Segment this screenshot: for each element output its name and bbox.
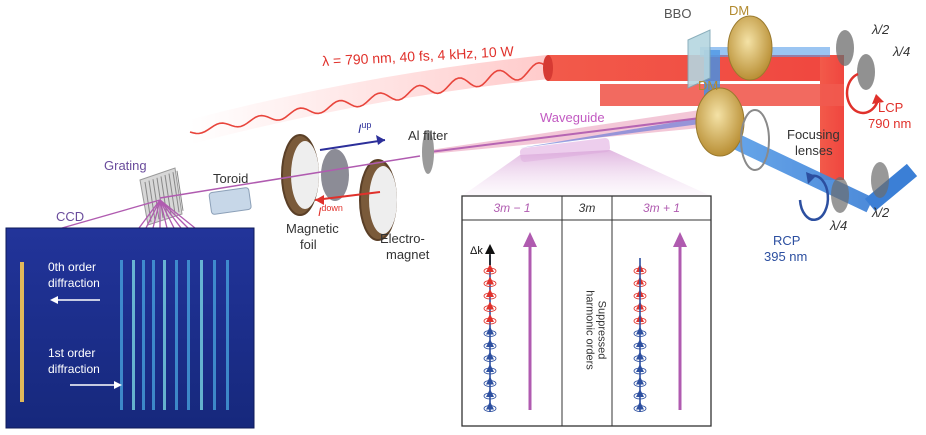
ccd-harmonic-line [142,260,145,410]
label-quarter-top: λ/4 [893,44,911,59]
blue-beam-right [864,163,918,212]
inset-trapezoid [462,150,711,196]
label-magnetic-2: foil [300,237,317,252]
ccd-harmonic-line [187,260,190,410]
zeroth-order-spot [20,262,24,402]
spin-loop [483,317,497,325]
label-bbo: BBO [664,6,692,21]
label-first-2: diffraction [48,362,100,376]
label-lcp: LCP [878,100,904,115]
i-up-arrow [319,139,386,151]
label-rcp: RCP [773,233,801,248]
label-i-down: Idown [318,203,343,219]
half-wave-plate-bottom [871,162,889,198]
label-dm-top: DM [729,3,750,18]
red-beam-right [820,55,844,180]
red-beam-end [543,55,553,81]
quarter-wave-plate-bottom [831,177,849,213]
label-i-up: Iup [358,120,372,136]
label-quarter-bot: λ/4 [830,218,848,233]
inset-col-left: 3m − 1 [493,201,531,215]
label-zeroth-2: diffraction [48,276,100,290]
laser-glow [186,55,550,144]
label-ccd: CCD [56,209,85,224]
spin-loop [483,367,497,375]
focusing-lens-ring [740,109,770,171]
spin-loop [483,330,497,337]
label-electro-1: Electro- [380,231,425,246]
inset-suppressed: Suppressed harmonic orders [583,290,608,370]
lcp-arrow [845,72,880,115]
ccd-harmonic-line [200,260,203,410]
label-al-filter: Al filter [408,128,448,143]
ccd-harmonic-line [120,260,123,410]
spin-loop [483,392,497,400]
focused-beam [429,110,701,154]
inset-frame [461,195,712,427]
al-filter [422,130,434,174]
i-down-arrow [314,191,381,201]
grating-line [168,173,176,214]
grating-line [160,176,168,217]
ccd-harmonic-line [175,260,178,410]
inset-panel [461,150,712,427]
grating-line [144,181,152,223]
ccd-harmonic-line [152,260,155,410]
half-wave-plate-top [836,30,854,66]
ccd-image [5,227,255,429]
label-lcp-wl: 790 nm [868,116,912,131]
dm-mid-mirror [695,87,745,157]
ccd-harmonic-line [132,260,135,410]
xuv-beam [159,155,421,199]
grating-line [176,170,184,211]
spin-loop [483,280,497,287]
bbo-crystal [687,29,711,89]
label-magnetic-1: Magnetic [286,221,339,236]
label-focusing-2: lenses [795,143,833,158]
label-half-top: λ/2 [872,22,890,37]
spin-loop [483,292,497,300]
spin-loop [483,305,497,312]
label-dm-mid: DM [698,78,719,93]
inset-col-mid: 3m [578,201,596,215]
grating-line [172,172,180,213]
rcp-arrow [798,174,830,221]
label-focusing-1: Focusing [787,127,840,142]
label-waveguide: Waveguide [540,110,605,125]
label-electro-2: magnet [386,247,430,262]
laser-wave [189,61,549,135]
dm-top-mirror [727,15,773,81]
label-half-bot: λ/2 [872,205,890,220]
spin-loop [483,355,497,362]
spin-loop [483,380,497,387]
inset-delta-k: Δk [470,245,483,257]
label-first-1: 1st order [48,346,96,360]
label-toroid: Toroid [213,171,249,186]
spin-loop [483,405,497,412]
ccd-harmonic-line [226,260,229,410]
ccd-harmonic-line [163,260,166,410]
grating-line [148,180,156,221]
spin-loop [483,342,497,350]
label-grating: Grating [104,158,147,173]
label-zeroth-1: 0th order [48,260,97,274]
ccd-harmonic-line [213,260,216,410]
spin-loop [483,267,497,275]
toroid-mirror [208,187,252,215]
quarter-wave-plate-top [857,54,875,90]
magnetic-foil [321,149,349,201]
inset-col-right: 3m + 1 [642,201,681,215]
grating-line [152,179,160,220]
electromagnet-assembly [281,134,397,241]
label-rcp-wl: 395 nm [764,249,808,264]
